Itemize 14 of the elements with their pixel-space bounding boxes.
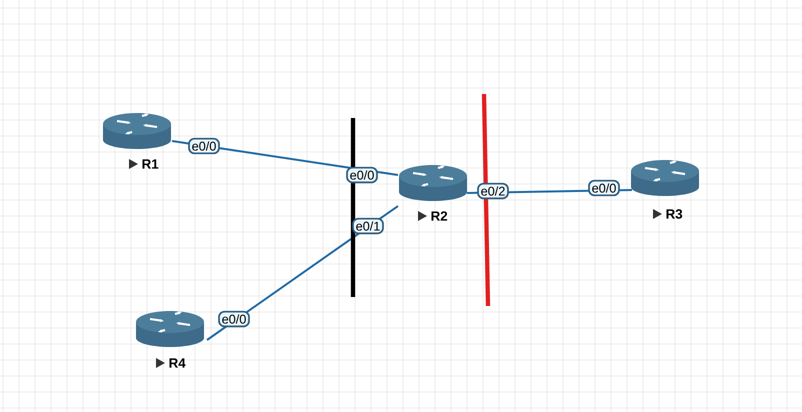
router: R1 [103,113,171,169]
node-label: R3 [666,209,682,219]
interface-label: e0/2 [477,182,509,200]
interface-label: e0/0 [188,138,220,154]
router: R2 [399,165,467,221]
node-label: R2 [432,211,448,221]
node-label: R4 [170,358,186,368]
router: R3 [631,160,699,219]
interface-label: e0/0 [218,310,250,328]
interface-label: e0/1 [352,218,384,234]
interface-label: e0/0 [346,166,378,184]
node-label: R1 [142,159,158,169]
interface-label: e0/0 [588,180,620,196]
router: R4 [136,311,204,368]
